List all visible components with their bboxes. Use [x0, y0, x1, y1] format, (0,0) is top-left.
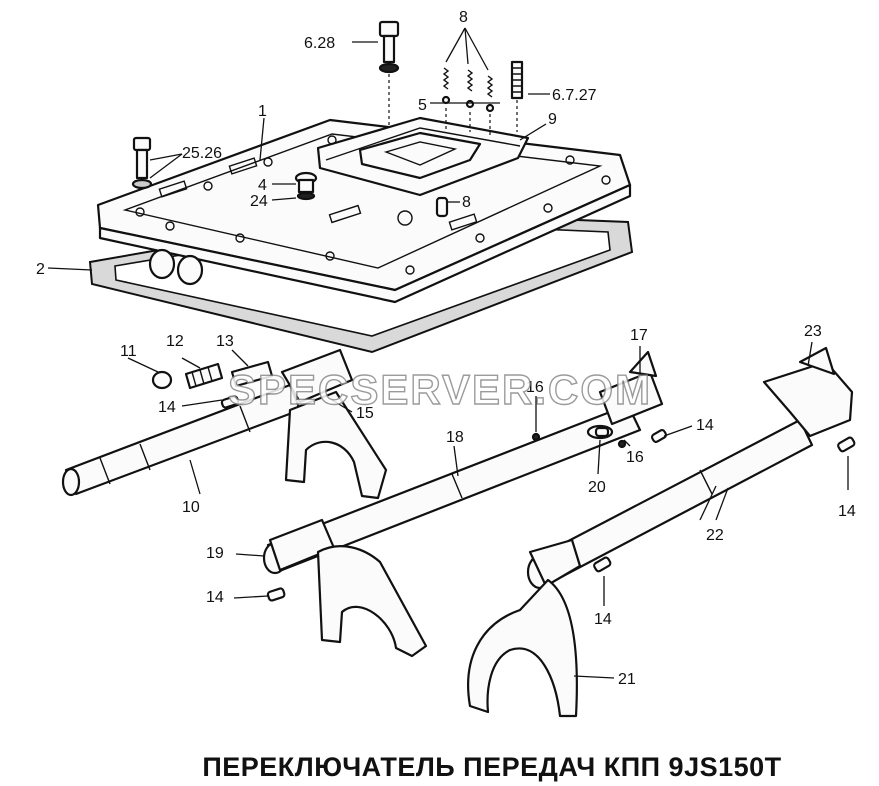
callout-1: 1 [258, 103, 267, 120]
callout-2: 2 [36, 261, 45, 278]
callout-4: 4 [258, 177, 267, 194]
callout-21: 21 [618, 671, 636, 688]
callout-13: 13 [216, 333, 234, 350]
callout-14-e: 14 [594, 611, 612, 628]
callout-17: 17 [630, 327, 648, 344]
callout-24: 24 [250, 193, 268, 210]
callout-20: 20 [588, 479, 606, 496]
top-bolt-6-28 [378, 20, 400, 128]
shift-fork-21 [467, 538, 612, 718]
callout-25-26: 25.26 [182, 145, 222, 162]
detent-parts-11-12-13 [151, 360, 274, 409]
callout-18: 18 [446, 429, 464, 446]
leader-lines [47, 27, 849, 679]
callout-16-b: 16 [626, 449, 644, 466]
pins-14-16-20 [594, 426, 668, 449]
callout-14-b: 14 [696, 417, 714, 434]
callout-5: 5 [418, 97, 427, 114]
callout-16-a: 16 [526, 379, 544, 396]
callout-6-28: 6.28 [304, 35, 335, 52]
springs-8 [430, 67, 500, 135]
callout-labels: 6.28 8 5 6.7.27 1 9 25.26 4 24 8 2 11 12… [36, 9, 856, 688]
callout-6-7-27: 6.7.27 [552, 87, 597, 104]
shift-lug-23 [762, 346, 856, 453]
bolt-25-26 [131, 136, 153, 190]
callout-8-top: 8 [459, 9, 468, 26]
callout-9: 9 [548, 111, 557, 128]
callout-15: 15 [356, 405, 374, 422]
small-plug-8 [435, 196, 449, 218]
stud-6-7-27 [510, 60, 524, 132]
callout-12: 12 [166, 333, 184, 350]
callout-14-a: 14 [158, 399, 176, 416]
shift-fork-15 [280, 348, 388, 500]
callout-23: 23 [804, 323, 822, 340]
shift-fork-19 [266, 518, 428, 658]
plug-4-24 [294, 171, 318, 201]
callout-22: 22 [706, 527, 724, 544]
callout-14-d: 14 [206, 589, 224, 606]
callout-8-mid: 8 [462, 194, 471, 211]
diagram-title: ПЕРЕКЛЮЧАТЕЛЬ ПЕРЕДАЧ КПП 9JS150T [202, 752, 781, 782]
top-cover-plate [96, 116, 632, 304]
callout-14-c: 14 [838, 503, 856, 520]
callout-10: 10 [182, 499, 200, 516]
watermark: SPECSERVER.COM [228, 366, 652, 413]
callout-19: 19 [206, 545, 224, 562]
callout-11: 11 [120, 343, 137, 360]
